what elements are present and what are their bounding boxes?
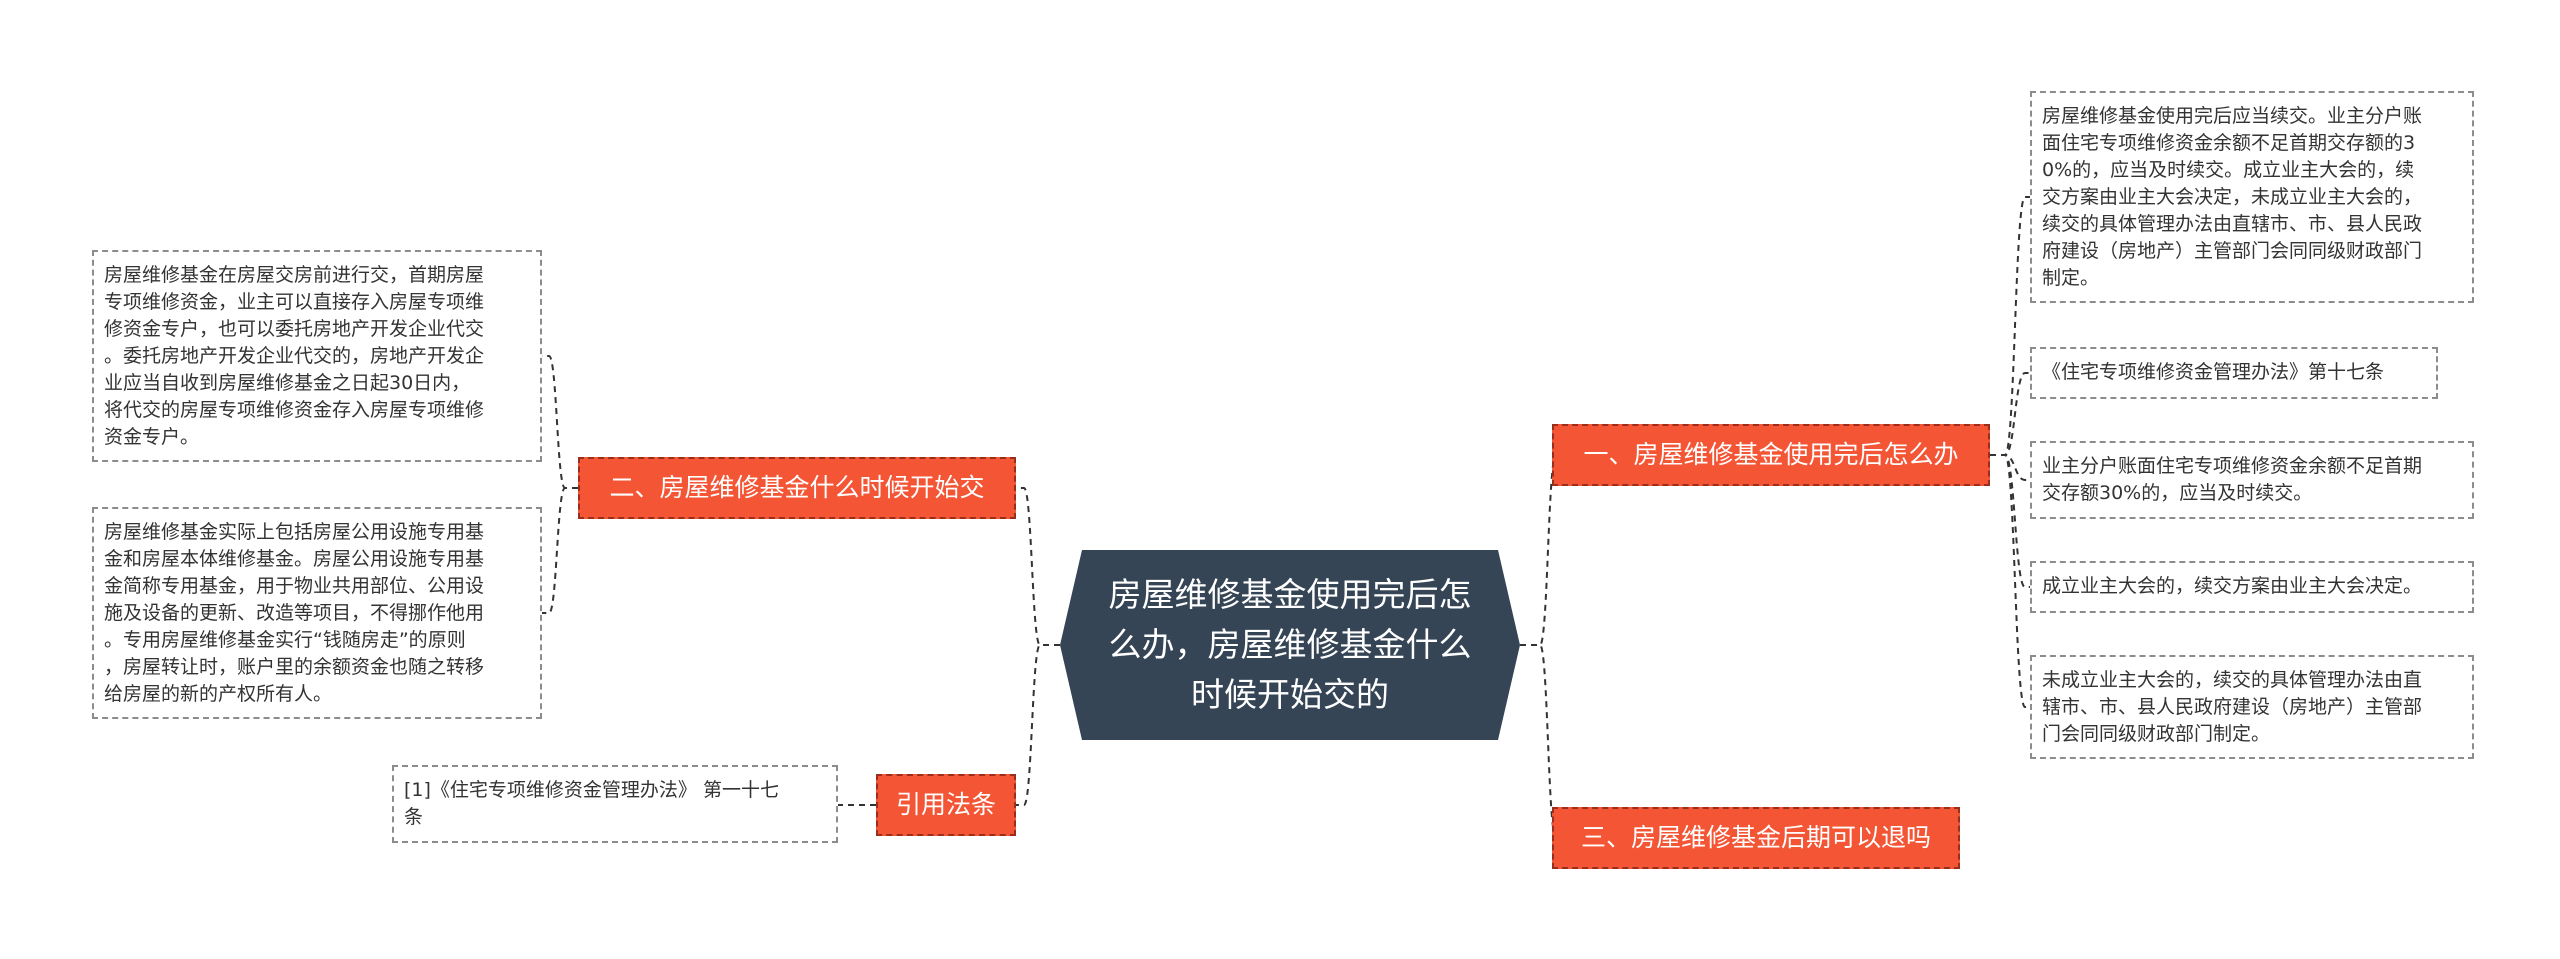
branch-node-2[interactable]: 二、房屋维修基金什么时候开始交 (578, 457, 1016, 519)
branch-label-2: 二、房屋维修基金什么时候开始交 (609, 473, 985, 502)
leaf-l2[interactable]: 房屋维修基金实际上包括房屋公用设施专用基 金和房屋本体维修基金。房屋公用设施专用… (92, 507, 542, 719)
connector-b1-r4 (1990, 454, 2030, 588)
branch-node-3[interactable]: 三、房屋维修基金后期可以退吗 (1552, 807, 1960, 869)
connector-b1-r1 (1990, 196, 2030, 456)
leaf-r1[interactable]: 房屋维修基金使用完后应当续交。业主分户账 面住宅专项维修资金余额不足首期交存额的… (2030, 91, 2474, 303)
branch-node-1[interactable]: 一、房屋维修基金使用完后怎么办 (1552, 424, 1990, 486)
leaf-r3[interactable]: 业主分户账面住宅专项维修资金余额不足首期 交存额30%的，应当及时续交。 (2030, 441, 2474, 519)
branch-node-4[interactable]: 引用法条 (876, 774, 1016, 836)
connector-center-b2 (1016, 487, 1060, 646)
connector-b1-r5 (1990, 454, 2030, 708)
leaf-l3[interactable]: [1]《住宅专项维修资金管理办法》 第一十七 条 (392, 765, 838, 843)
connector-center-b4 (1016, 644, 1060, 806)
branch-label-4: 引用法条 (895, 790, 996, 819)
connector-b2-l1 (542, 355, 578, 489)
leaf-l1[interactable]: 房屋维修基金在房屋交房前进行交，首期房屋 专项维修资金，业主可以直接存入房屋专项… (92, 250, 542, 462)
connector-b2-l2 (542, 487, 578, 614)
branch-label-3: 三、房屋维修基金后期可以退吗 (1580, 823, 1931, 852)
connector-center-b1 (1520, 454, 1574, 646)
leaf-r4[interactable]: 成立业主大会的，续交方案由业主大会决定。 (2030, 561, 2474, 613)
central-topic-text: 房屋维修基金使用完后怎么办，房屋维修基金什么时候开始交的 (1108, 575, 1472, 714)
leaf-r2[interactable]: 《住宅专项维修资金管理办法》第十七条 (2030, 347, 2438, 399)
connector-b1-r2 (1990, 372, 2030, 456)
leaf-r5[interactable]: 未成立业主大会的，续交的具体管理办法由直 辖市、市、县人民政府建设（房地产）主管… (2030, 655, 2474, 759)
branch-label-1: 一、房屋维修基金使用完后怎么办 (1583, 440, 1959, 469)
central-topic[interactable]: 房屋维修基金使用完后怎么办，房屋维修基金什么时候开始交的 (1060, 550, 1520, 740)
